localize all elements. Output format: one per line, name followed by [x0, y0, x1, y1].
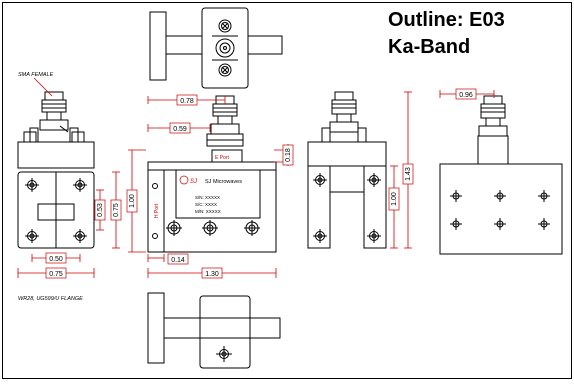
model-number: M/N: XXXXX: [195, 209, 221, 214]
top-view: [149, 7, 283, 89]
dim-078: 0.78: [180, 98, 194, 105]
dim-100-front: 1.00: [129, 194, 136, 208]
sma-female-label: SMA FEMALE: [18, 72, 54, 78]
serial-number: S/N: XXXXX: [195, 195, 220, 200]
left-flange-view: [17, 91, 95, 249]
dim-018: 0.18: [285, 148, 292, 162]
dim-075-vertical: 0.75: [113, 203, 120, 217]
label-plate: SJ SJ Microwaves S/N: XXXXX S/C: XXXX M/…: [179, 175, 242, 214]
dim-100-side: 1.00: [391, 192, 398, 206]
brand-name: SJ Microwaves: [205, 179, 242, 185]
h-port-label: H Port: [154, 203, 160, 218]
sc-code: S/C: XXXX: [195, 202, 217, 207]
sheet-border: [2, 2, 572, 379]
sj-logo-text: SJ: [190, 179, 198, 185]
dim-096: 0.96: [459, 92, 473, 99]
dim-075-horizontal: 0.75: [49, 271, 63, 278]
front-view: [147, 95, 277, 253]
flange-label: WR28, UG599/U FLANGE: [18, 296, 83, 302]
dimension-values: 0.78 0.59 0.18 1.00 0.14 1.30 0.53 0.75 …: [45, 88, 477, 279]
dim-053: 0.53: [97, 203, 104, 217]
outline-title: Outline: E03: [388, 9, 505, 31]
dim-143: 1.43: [405, 167, 412, 181]
sma-leader-line: [33, 77, 53, 97]
dim-130: 1.30: [205, 271, 219, 278]
dim-014: 0.14: [171, 257, 185, 264]
dimension-lines: [17, 90, 495, 278]
band-title: Ka-Band: [388, 36, 471, 58]
dim-059: 0.59: [173, 126, 187, 133]
side-view: [307, 91, 387, 249]
e-port-label: E Port: [215, 155, 230, 161]
rear-view: [439, 95, 563, 255]
bottom-view: [147, 292, 281, 369]
sj-logo-icon: [179, 175, 189, 185]
dim-050: 0.50: [49, 256, 63, 263]
